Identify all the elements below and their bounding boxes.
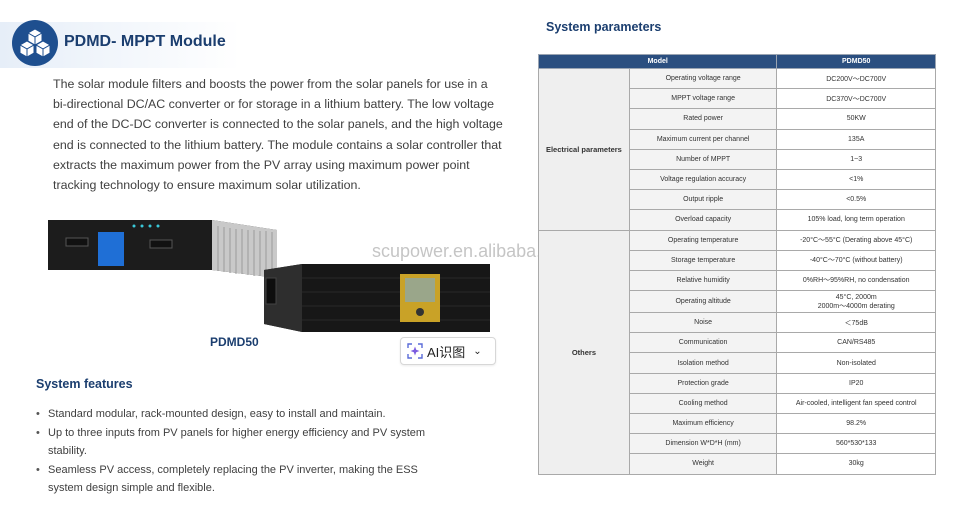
param-value: 50KW xyxy=(776,108,936,130)
param-value: IP20 xyxy=(776,372,936,394)
param-value: 45°C, 2000m 2000m～4000m derating xyxy=(776,290,936,314)
table-row: Communication CAN/RS485 xyxy=(539,332,936,354)
pdmd50-unit-image xyxy=(264,264,490,332)
param-name: Weight xyxy=(628,453,778,475)
product-photo xyxy=(48,220,490,332)
ai-button-label: AI识图 xyxy=(427,344,466,360)
param-value: <1% xyxy=(776,168,936,191)
param-value: DC200V～DC700V xyxy=(776,67,936,90)
table-row: Electrical parameters Operating voltage … xyxy=(538,67,936,231)
feature-item: Seamless PV access, completely replacing… xyxy=(36,461,446,498)
param-name: Maximum efficiency xyxy=(628,412,778,435)
param-name: Output ripple xyxy=(628,189,778,211)
table-row: Voltage regulation accuracy <1% xyxy=(539,168,936,191)
param-value: DC370V～DC700V xyxy=(776,88,936,110)
param-name: Overload capacity xyxy=(628,209,778,231)
param-name: MPPT voltage range xyxy=(628,88,778,110)
table-row: Operating altitude 45°C, 2000m 2000m～400… xyxy=(539,290,936,314)
table-row: Maximum current per channel 135A xyxy=(539,128,936,150)
chevron-down-icon: ⌄ xyxy=(473,345,482,357)
param-value: -20°C～55°C (Derating above 45°C) xyxy=(776,229,936,251)
param-name: Isolation method xyxy=(628,352,778,374)
sparkle-scan-icon xyxy=(407,343,423,359)
param-value: 0%RH～95%RH, no condensation xyxy=(776,269,936,292)
param-value: 1~3 xyxy=(776,148,936,170)
table-row: Output ripple <0.5% xyxy=(539,189,936,211)
param-value: 560*530*133 xyxy=(776,433,936,455)
feature-item: Up to three inputs from PV panels for hi… xyxy=(36,424,446,461)
product-name: PDMD50 xyxy=(210,335,259,349)
params-table: Model PDMD50 Electrical parameters Opera… xyxy=(537,54,936,475)
param-name: Protection grade xyxy=(628,372,778,394)
param-value: ＜75dB xyxy=(776,312,936,334)
param-value: 98.2% xyxy=(776,412,936,435)
cubes-logo-icon xyxy=(18,28,52,58)
column-header: PDMD50 xyxy=(776,54,936,69)
param-value: <0.5% xyxy=(776,189,936,211)
param-name: Cooling method xyxy=(628,392,778,415)
table-row: Number of MPPT 1~3 xyxy=(539,148,936,170)
feature-item: Standard modular, rack-mounted design, e… xyxy=(36,405,446,424)
table-row: MPPT voltage range DC370V～DC700V xyxy=(539,88,936,110)
column-header: Model xyxy=(537,54,778,69)
param-name: Noise xyxy=(628,312,778,334)
table-row: Dimension W*D*H (mm) 560*530*133 xyxy=(539,433,936,455)
watermark: scupower.en.alibaba.com xyxy=(372,241,576,261)
table-row: Rated power 50KW xyxy=(539,108,936,130)
param-value: Air-cooled, intelligent fan speed contro… xyxy=(776,392,936,415)
table-row: Storage temperature -40°C～70°C (without … xyxy=(539,249,936,271)
param-name: Operating voltage range xyxy=(628,67,778,90)
param-name: Rated power xyxy=(628,108,778,130)
ai-image-search-button[interactable]: AI识图 ⌄ xyxy=(400,337,496,365)
param-name: Number of MPPT xyxy=(628,148,778,170)
intro-paragraph: The solar module filters and boosts the … xyxy=(53,77,503,193)
param-name: Relative humidity xyxy=(628,269,778,292)
group-label: Others xyxy=(538,229,630,475)
table-row: Overload capacity 105% load, long term o… xyxy=(539,209,936,231)
features-list: Standard modular, rack-mounted design, e… xyxy=(36,405,446,498)
features-title: System features xyxy=(36,377,133,391)
table-row: Relative humidity 0%RH～95%RH, no condens… xyxy=(539,269,936,292)
param-value: 135A xyxy=(776,128,936,150)
param-name: Dimension W*D*H (mm) xyxy=(628,433,778,455)
param-name: Storage temperature xyxy=(628,249,778,271)
group-label: Electrical parameters xyxy=(538,68,630,231)
param-name: Communication xyxy=(628,332,778,354)
params-title: System parameters xyxy=(546,20,662,34)
param-name: Operating altitude xyxy=(628,290,778,314)
param-value: -40°C～70°C (without battery) xyxy=(776,249,936,271)
param-value: Non-isolated xyxy=(776,352,936,374)
param-value: 30kg xyxy=(776,453,936,475)
param-name: Voltage regulation accuracy xyxy=(628,168,778,191)
table-row: Weight 30kg xyxy=(539,453,936,475)
table-header-row: Model PDMD50 xyxy=(537,54,936,69)
mppt-module-image xyxy=(48,220,277,278)
param-value: CAN/RS485 xyxy=(776,332,936,354)
param-name: Maximum current per channel xyxy=(628,128,778,150)
table-row: Others Operating temperature -20°C～55°C … xyxy=(538,229,936,475)
product-images xyxy=(42,208,502,348)
page-title: PDMD- MPPT Module xyxy=(64,33,226,50)
table-row: Cooling method Air-cooled, intelligent f… xyxy=(539,392,936,415)
table-row: Noise ＜75dB xyxy=(539,312,936,334)
param-value: 105% load, long term operation xyxy=(776,209,936,231)
logo xyxy=(12,20,58,66)
table-row: Maximum efficiency 98.2% xyxy=(539,412,936,435)
param-name: Operating temperature xyxy=(628,229,778,251)
table-row: Protection grade IP20 xyxy=(539,372,936,394)
